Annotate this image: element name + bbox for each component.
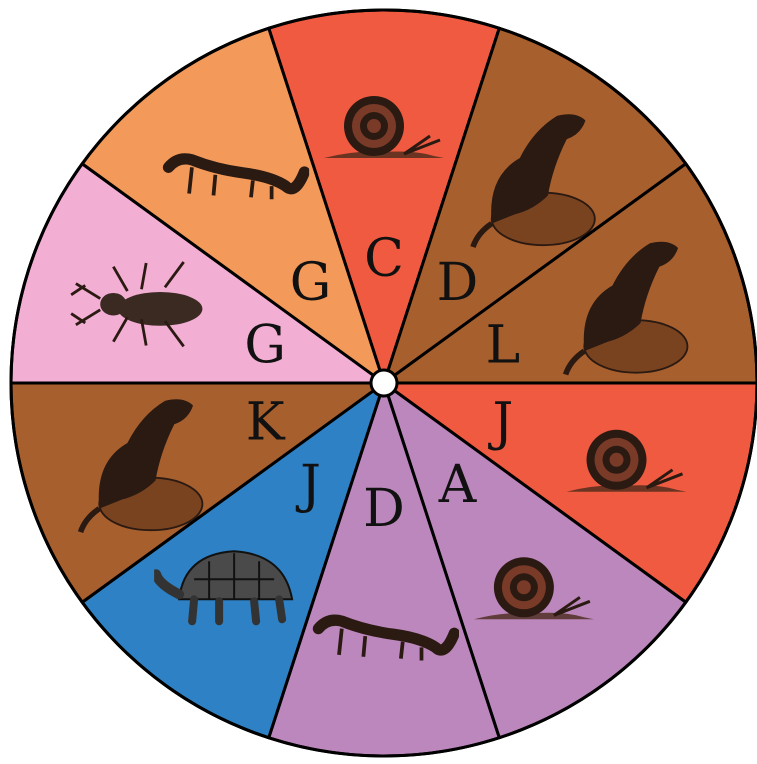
- segment-letter: D: [437, 253, 479, 313]
- segment-letter: G: [244, 315, 286, 375]
- segment-letter: D: [363, 479, 405, 539]
- segment-letter: L: [486, 315, 521, 375]
- segment-letter: G: [290, 253, 332, 313]
- segment-letter: K: [246, 393, 286, 453]
- wheel-hub: [371, 370, 397, 396]
- segment-letter: C: [364, 229, 404, 289]
- segment-letter: A: [438, 455, 478, 515]
